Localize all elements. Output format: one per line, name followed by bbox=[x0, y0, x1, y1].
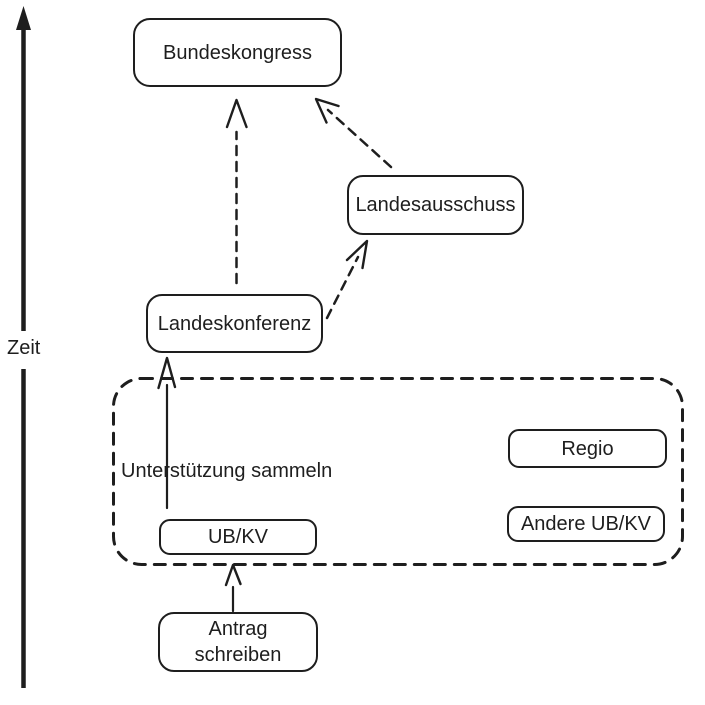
node-antrag-line1: Antrag bbox=[208, 618, 268, 640]
node-regio: Regio bbox=[508, 429, 667, 468]
arrow-ubkv-to-landeskonferenz bbox=[157, 356, 177, 510]
node-antrag-schreiben-label: Antrag schreiben bbox=[195, 616, 282, 668]
node-bundeskongress-label: Bundeskongress bbox=[163, 41, 312, 64]
node-andere-ubkv-label: Andere UB/KV bbox=[520, 513, 652, 535]
node-antrag-schreiben: Antrag schreiben bbox=[158, 612, 318, 672]
node-landesausschuss-label: Landesausschuss bbox=[355, 194, 516, 216]
node-landesausschuss: Landesausschuss bbox=[347, 175, 524, 235]
node-ubkv-label: UB/KV bbox=[207, 526, 269, 548]
node-ubkv: UB/KV bbox=[159, 519, 317, 555]
node-andere-ubkv: Andere UB/KV bbox=[507, 506, 665, 542]
support-region-border bbox=[112, 377, 684, 566]
arrow-antrag-to-ubkv bbox=[224, 563, 242, 613]
node-landeskonferenz: Landeskonferenz bbox=[146, 294, 323, 353]
arrow-landeskonferenz-to-landesausschuss bbox=[325, 239, 369, 320]
arrow-landesausschuss-to-bundeskongress bbox=[314, 97, 393, 169]
node-antrag-line2: schreiben bbox=[194, 644, 282, 666]
support-annotation-label: Unterstützung sammeln bbox=[121, 460, 333, 482]
zeit-axis-label: Zeit bbox=[7, 337, 41, 359]
node-regio-label: Regio bbox=[561, 437, 614, 460]
zeit-axis bbox=[16, 6, 31, 688]
node-bundeskongress: Bundeskongress bbox=[133, 18, 342, 87]
arrow-landeskonferenz-to-bundeskongress bbox=[225, 98, 248, 285]
node-landeskonferenz-label: Landeskonferenz bbox=[157, 312, 312, 335]
zeit-axis-arrowhead bbox=[16, 6, 31, 30]
